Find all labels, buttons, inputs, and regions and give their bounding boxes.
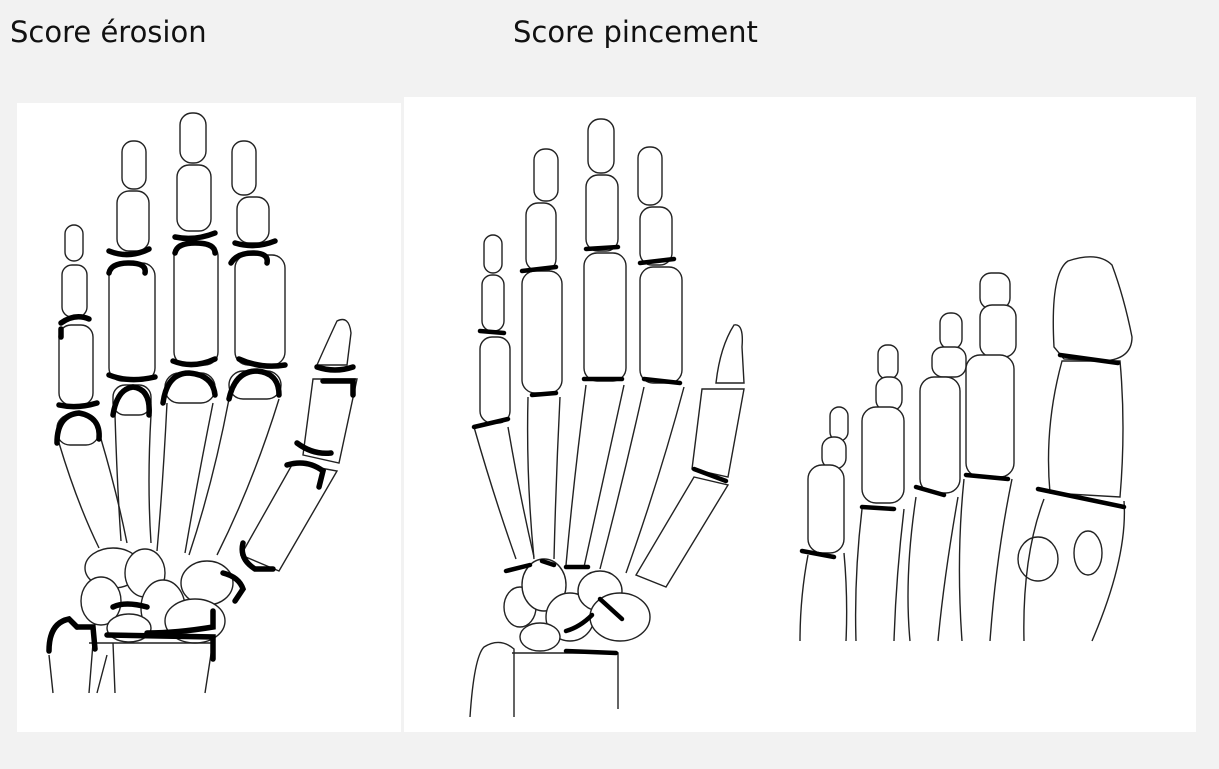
pincement-panel — [404, 97, 1196, 732]
erosion-hand-diagram — [17, 103, 401, 732]
erosion-hand-panel — [17, 103, 401, 732]
foot-bone-outlines — [800, 257, 1132, 641]
erosion-score-title: Score érosion — [10, 14, 207, 50]
pincement-score-title: Score pincement — [513, 14, 758, 50]
pincement-diagram — [404, 97, 1196, 732]
hand-pincement-figure — [470, 119, 744, 717]
foot-pincement-figure — [800, 257, 1132, 641]
hand-bone-outlines-right — [470, 119, 744, 717]
